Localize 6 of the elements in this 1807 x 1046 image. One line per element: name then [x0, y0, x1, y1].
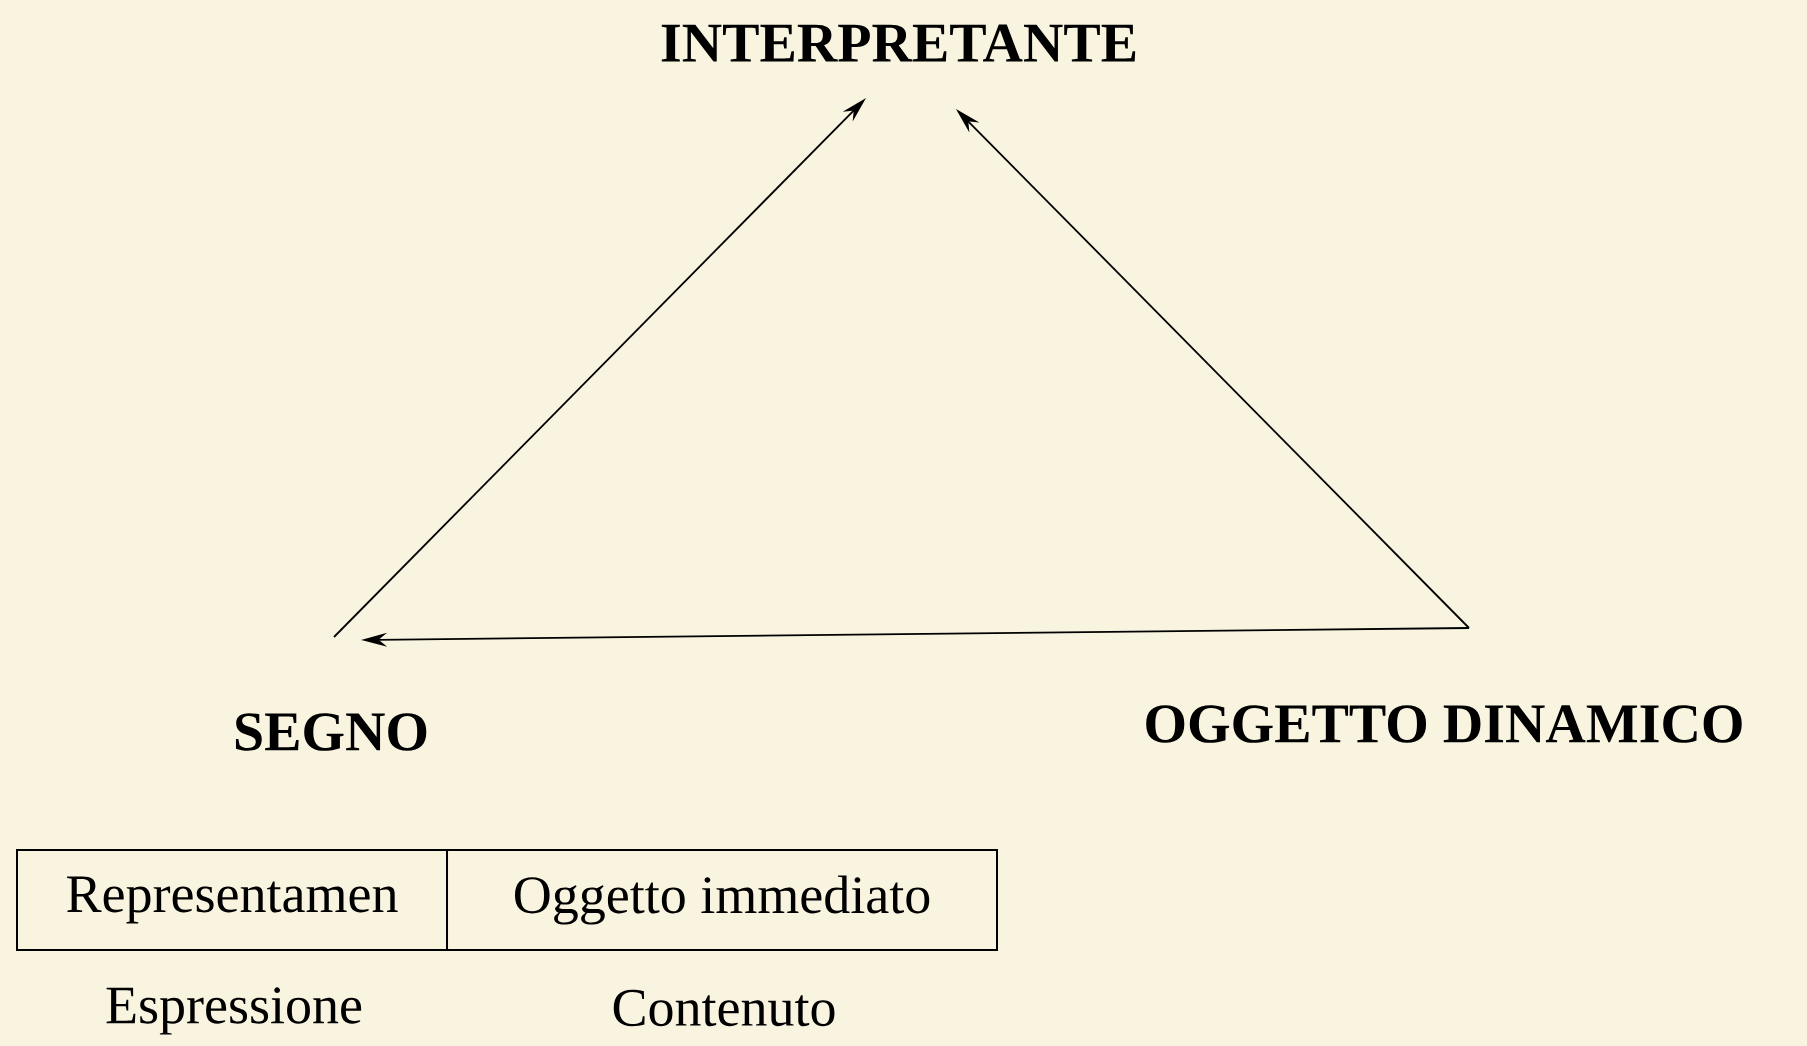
- node-label: SEGNO: [235, 713, 427, 751]
- node-label: OGGETTO DINAMICO: [1146, 705, 1742, 743]
- caption-text: Espressione: [106, 987, 362, 1035]
- table-cell: Oggetto immediato: [446, 849, 998, 951]
- table-cell: Representamen: [16, 849, 448, 951]
- node-label: INTERPRETANTE: [661, 24, 1136, 62]
